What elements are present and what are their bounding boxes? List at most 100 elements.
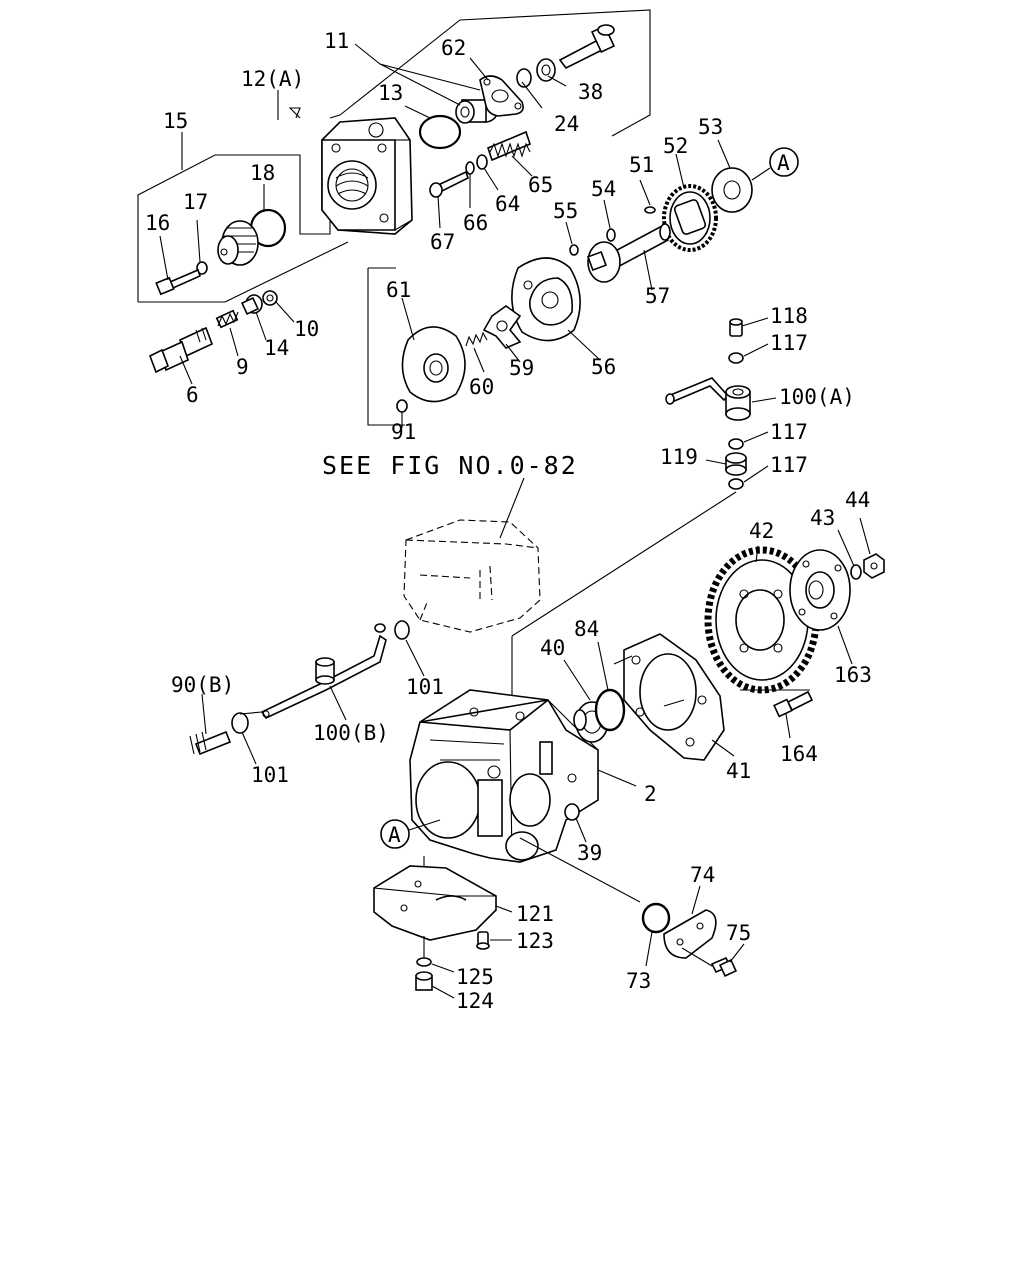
callout-118: 118 [770, 304, 808, 328]
callout-18: 18 [250, 161, 275, 185]
callout-17: 17 [183, 190, 208, 214]
callout-15: 15 [163, 109, 188, 133]
callout-6: 6 [186, 383, 199, 407]
part-14-valve [240, 294, 263, 316]
svg-text:A: A [388, 823, 401, 847]
main-housing-group [409, 517, 885, 863]
part-163-flange [789, 549, 851, 631]
svg-text:A: A [777, 151, 790, 175]
part-60-spring [465, 331, 488, 347]
part-66-washer [465, 161, 475, 175]
part-117-washer-b [728, 438, 744, 450]
callout-57: 57 [645, 284, 670, 308]
callout-84: 84 [574, 617, 599, 641]
callout-119: 119 [660, 445, 698, 469]
callout-2: 2 [644, 782, 657, 806]
callout-41: 41 [726, 759, 751, 783]
callout-42: 42 [749, 519, 774, 543]
part-41-cover [613, 633, 725, 761]
part-11-housing [321, 117, 413, 235]
see-figure-note: SEE FIG NO.0-82 [322, 451, 578, 480]
part-59-vane [482, 305, 522, 349]
part-117-washer-a [728, 352, 744, 364]
part-17-plug [217, 220, 259, 266]
callout-64: 64 [495, 192, 520, 216]
callout-53: 53 [698, 115, 723, 139]
part-55-clip [569, 244, 579, 256]
part-57-shaft [587, 223, 671, 283]
part-124-bolt [415, 971, 433, 991]
callout-16: 16 [145, 211, 170, 235]
callout-13: 13 [378, 81, 403, 105]
callout-14: 14 [264, 336, 289, 360]
reference-figure-block [403, 477, 541, 633]
part-38-washer-b [536, 58, 556, 82]
ref-marker-bottom: A [380, 819, 441, 849]
callout-75: 75 [726, 921, 751, 945]
part-61-cover [401, 326, 466, 403]
callout-125: 125 [456, 965, 494, 989]
callout-43: 43 [810, 506, 835, 530]
part-43-washer [850, 564, 862, 580]
callout-67: 67 [430, 230, 455, 254]
part-117-washer-c [728, 478, 744, 490]
callout-39: 39 [577, 841, 602, 865]
callout-91: 91 [391, 420, 416, 444]
upper-assembly [137, 9, 771, 428]
callout-100b: 100(B) [313, 721, 389, 745]
part-164-bolt [773, 690, 814, 718]
part-38-washer-a [516, 68, 532, 88]
part-91-washer [396, 399, 408, 413]
callout-101b: 101 [251, 763, 289, 787]
part-100a-lever [665, 377, 751, 421]
part-73-o-ring [641, 902, 671, 934]
callout-101a: 101 [406, 675, 444, 699]
part-125-washer [416, 957, 432, 967]
callout-12a: 12(A) [241, 67, 304, 91]
callout-38: 38 [578, 80, 603, 104]
callout-44: 44 [845, 488, 870, 512]
part-90b-fitting [189, 730, 232, 756]
part-6-fitting [148, 326, 214, 374]
callout-117b: 117 [770, 420, 808, 444]
callout-66: 66 [463, 211, 488, 235]
callout-124: 124 [456, 989, 494, 1013]
part-10-washer [262, 290, 278, 306]
part-84-o-ring [594, 688, 626, 732]
callout-73: 73 [626, 969, 651, 993]
callout-10: 10 [294, 317, 319, 341]
part-62-bushing [455, 99, 498, 124]
callout-labels: 11 62 12(A) 13 38 24 15 18 17 16 65 64 6… [145, 29, 872, 1013]
callout-40: 40 [540, 636, 565, 660]
part-52-gear [662, 184, 718, 252]
callout-9: 9 [236, 355, 249, 379]
callout-123: 123 [516, 929, 554, 953]
part-123-bolt [476, 931, 490, 950]
part-42-gear [704, 546, 820, 694]
callout-62: 62 [441, 36, 466, 60]
callout-59: 59 [509, 356, 534, 380]
part-56-rotor-housing [511, 257, 581, 342]
callout-24: 24 [554, 112, 579, 136]
part-17-washer [196, 261, 208, 275]
part-64-washer [476, 154, 488, 170]
part-51-key [644, 206, 656, 214]
part-65-spring [489, 142, 531, 158]
part-75-bolt [710, 956, 738, 978]
part-16-screw [155, 268, 201, 296]
part-119-spacer [725, 452, 747, 476]
callout-60: 60 [469, 375, 494, 399]
callout-65: 65 [528, 173, 553, 197]
callout-55: 55 [553, 199, 578, 223]
callout-121: 121 [516, 902, 554, 926]
callout-11: 11 [324, 29, 349, 53]
callout-164: 164 [780, 742, 818, 766]
callout-56: 56 [591, 355, 616, 379]
callout-163: 163 [834, 663, 872, 687]
part-13-o-ring [418, 114, 462, 150]
linkage-100a [511, 317, 777, 700]
callout-74: 74 [690, 863, 715, 887]
callout-61: 61 [386, 278, 411, 302]
part-44-nut [863, 553, 885, 579]
callout-52: 52 [663, 134, 688, 158]
